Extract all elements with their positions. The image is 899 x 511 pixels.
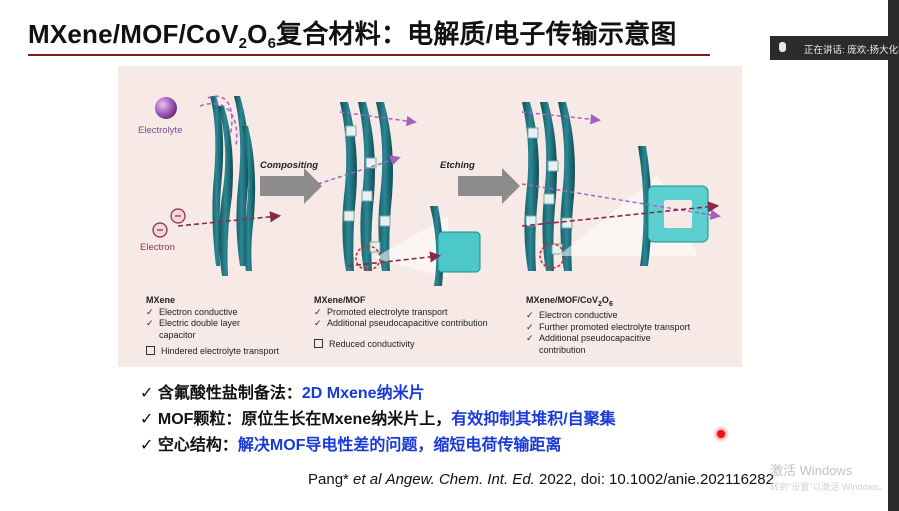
title-underline	[28, 54, 710, 56]
panel2-caption: MXene/MOF ✓Promoted electrolyte transpor…	[314, 295, 488, 349]
electron-label: Electron	[140, 242, 175, 253]
hollow-covo-cube	[647, 185, 709, 243]
mxene-sheets	[210, 96, 256, 276]
mof-cubes	[343, 125, 391, 253]
bullet-item: ✓ 含氟酸性盐制备法：2D Mxene纳米片	[140, 385, 425, 402]
compositing-arrow	[260, 168, 322, 204]
mof-cube-zoom	[437, 231, 481, 273]
window-edge	[888, 0, 899, 511]
laser-pointer-dot	[717, 430, 725, 438]
mxene-mof-stack	[340, 102, 393, 271]
panel1-caption: MXene ✓Electron conductive ✓Electric dou…	[146, 295, 280, 356]
square-bullet	[146, 346, 155, 355]
speaking-notice: 正在讲话: 庞欢-扬大化学	[770, 36, 899, 60]
windows-activation-hint: 转到"设置"以激活 Windows。	[770, 482, 888, 492]
electrolyte-label: Electrolyte	[138, 125, 183, 136]
bullet-list: ✓ 含氟酸性盐制备法：2D Mxene纳米片 ✓ MOF颗粒：原位生长在Mxen…	[140, 381, 616, 459]
microphone-icon	[779, 42, 786, 52]
panel1-title: MXene	[146, 295, 176, 305]
etching-label: Etching	[440, 160, 475, 171]
citation: Pang* et al Angew. Chem. Int. Ed. 2022, …	[308, 471, 774, 488]
windows-activation-watermark: 激活 Windows	[770, 463, 853, 478]
schematic-drawing	[152, 95, 721, 286]
schematic-figure: Electrolyte Electron Compositing Etching…	[118, 66, 742, 367]
slide-title: MXene/MOF/CoV2O6复合材料：电解质/电子传输示意图	[28, 19, 677, 52]
panel3-caption: MXene/MOF/CoV2O6 ✓Electron conductive ✓F…	[526, 295, 691, 355]
panel2-title: MXene/MOF	[314, 295, 366, 305]
square-bullet	[314, 338, 323, 348]
electrolyte-ion-icon	[155, 97, 177, 119]
compositing-label: Compositing	[260, 160, 319, 171]
etching-arrow	[458, 168, 520, 204]
panel3-title: MXene/MOF/CoV2O6	[526, 295, 613, 308]
bullet-item: ✓ 空心结构：解决MOF导电性差的问题，缩短电荷传输距离	[140, 437, 562, 454]
mxene-mof-covo-stack	[522, 102, 575, 271]
bullet-item: ✓ MOF颗粒：原位生长在Mxene纳米片上，有效抑制其堆积/自聚集	[140, 411, 616, 428]
